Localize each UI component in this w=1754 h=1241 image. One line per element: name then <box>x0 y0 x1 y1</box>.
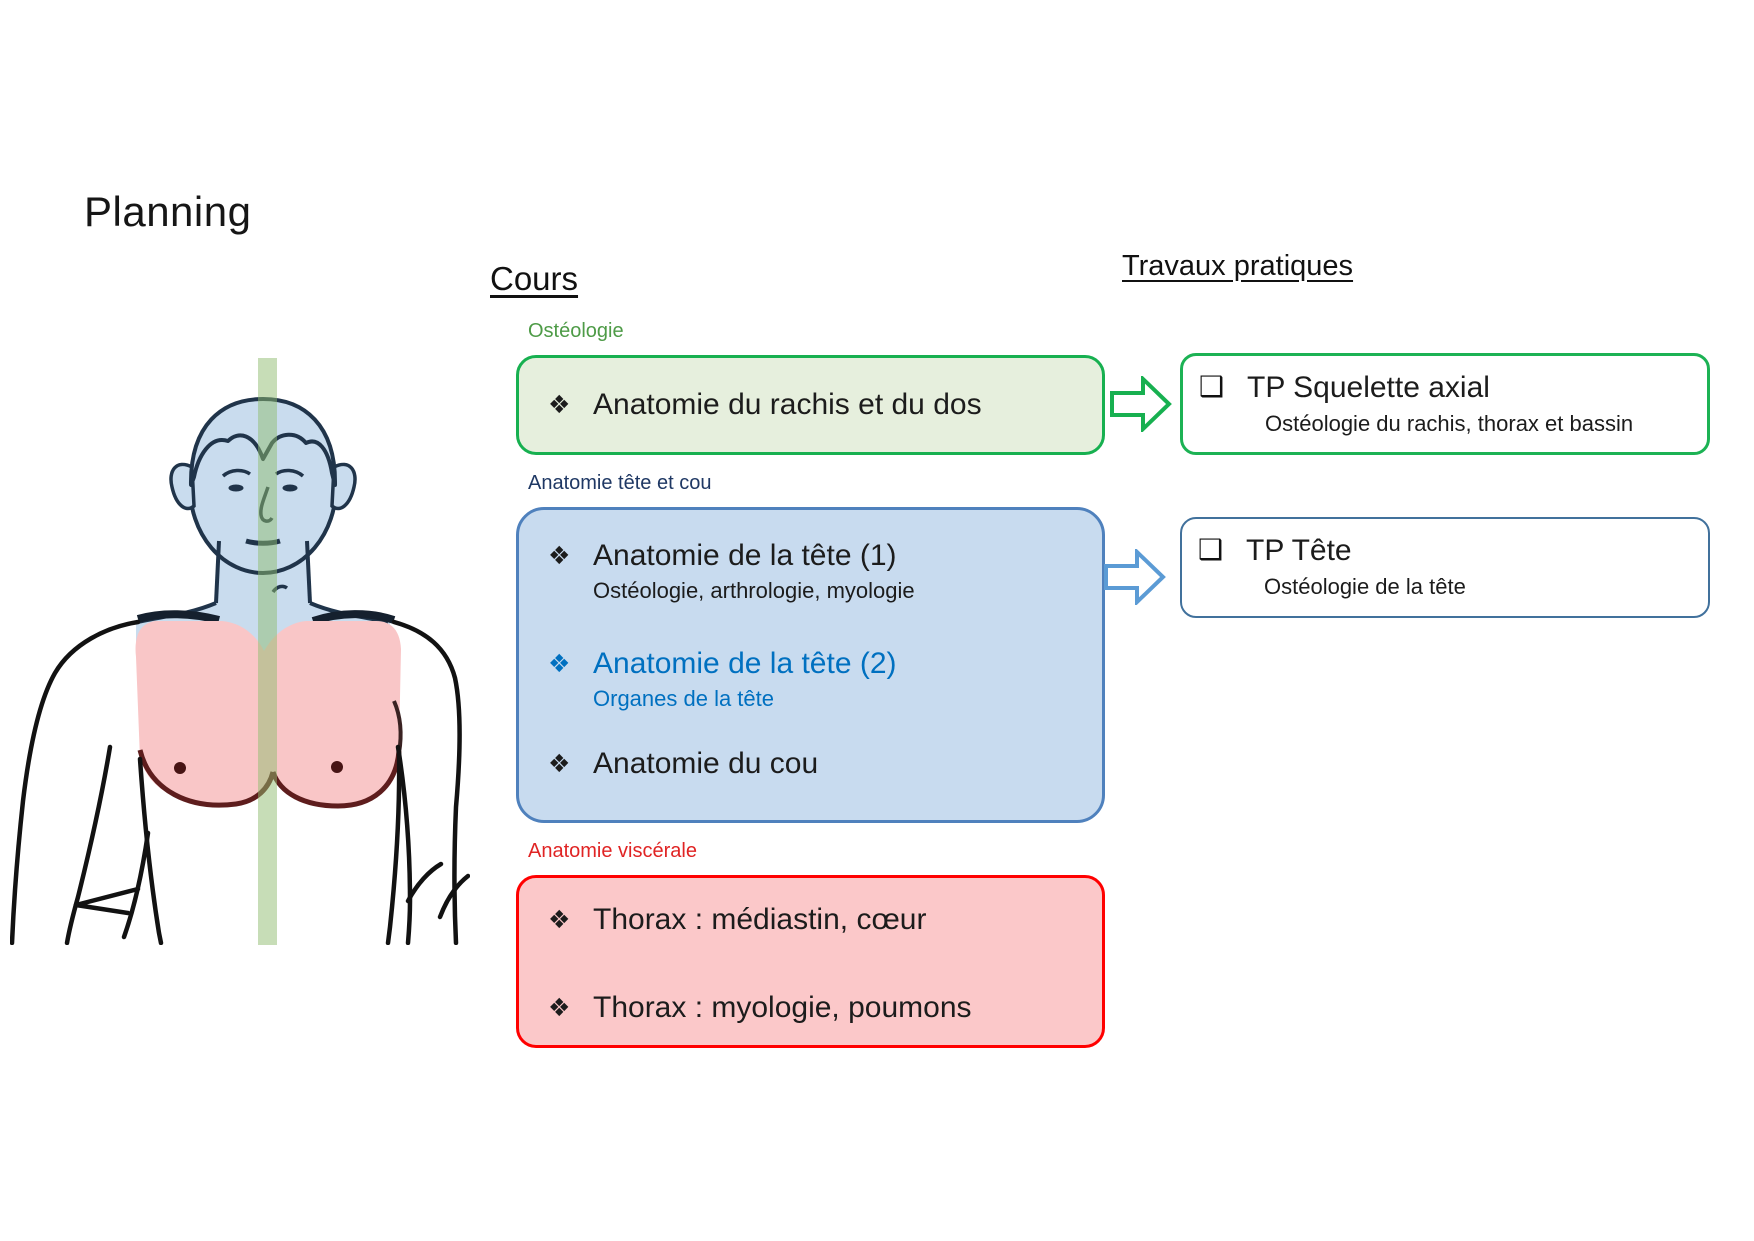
courses-heading: Cours <box>490 260 579 297</box>
item-text: Anatomie de la tête (1) <box>593 539 897 572</box>
checkbox-icon: ❑ <box>1198 533 1224 566</box>
diamond-bullet-icon: ❖ <box>548 390 571 419</box>
neck-right-line <box>305 540 312 604</box>
item-text: Anatomie du cou <box>593 747 819 780</box>
diamond-bullet-icon: ❖ <box>548 541 571 570</box>
item-text: Thorax : médiastin, cœur <box>593 903 927 936</box>
diamond-bullet-icon: ❖ <box>548 993 571 1022</box>
right-clavicle-bar <box>311 610 396 625</box>
neck-left-line <box>214 540 221 604</box>
group-label-osteologie: Ostéologie <box>528 320 624 342</box>
course-item: ❖ Anatomie de la tête (1) Ostéologie, ar… <box>548 536 1092 606</box>
course-item: ❖ Anatomie du cou <box>548 744 1092 784</box>
page-title: Planning <box>84 188 252 235</box>
course-box-viscerale: ❖ Thorax : médiastin, cœur ❖ Thorax : my… <box>516 875 1105 1048</box>
left-eyebrow <box>221 468 252 478</box>
tp-title: TP Squelette axial <box>1247 371 1490 404</box>
diamond-bullet-icon: ❖ <box>548 649 571 678</box>
right-eyebrow <box>274 468 305 478</box>
spacer <box>548 606 1092 644</box>
group-label-viscerale: Anatomie viscérale <box>528 840 697 862</box>
tp-title-row: ❑ TP Tête <box>1198 531 1698 571</box>
anatomy-figure-svg <box>9 358 471 946</box>
diamond-bullet-icon: ❖ <box>548 749 571 778</box>
left-nipple <box>174 762 186 774</box>
arrow-right-blue-icon <box>1104 549 1166 605</box>
course-box-osteologie: ❖ Anatomie du rachis et du dos <box>516 355 1105 455</box>
tp-box-tete: ❑ TP Tête Ostéologie de la tête <box>1180 517 1710 618</box>
right-nipple <box>331 761 343 773</box>
tp-title: TP Tête <box>1246 534 1352 567</box>
course-item: ❖ Thorax : médiastin, cœur <box>548 900 1092 940</box>
course-item-highlighted: ❖ Anatomie de la tête (2) Organes de la … <box>548 644 1092 714</box>
left-eye <box>228 484 244 492</box>
body-outline <box>9 619 471 946</box>
spacer <box>548 714 1092 744</box>
right-ear <box>330 462 357 511</box>
item-text: Anatomie de la tête (2) <box>593 647 897 680</box>
tp-subtitle: Ostéologie de la tête <box>1264 574 1466 599</box>
spacer <box>548 940 1092 988</box>
tp-box-squelette-axial: ❑ TP Squelette axial Ostéologie du rachi… <box>1180 353 1710 455</box>
left-ear <box>169 462 196 511</box>
item-text: Anatomie du rachis et du dos <box>593 388 982 421</box>
median-plane-stripe <box>258 358 277 945</box>
anatomy-figure <box>9 355 471 946</box>
course-box-tete-cou: ❖ Anatomie de la tête (1) Ostéologie, ar… <box>516 507 1105 823</box>
checkbox-icon: ❑ <box>1199 370 1225 403</box>
practicals-heading: Travaux pratiques <box>1122 250 1354 282</box>
right-pec-curve <box>270 750 402 809</box>
course-item: ❖ Anatomie du rachis et du dos <box>548 385 982 425</box>
course-item: ❖ Thorax : myologie, poumons <box>548 988 1092 1028</box>
item-subtext: Organes de la tête <box>593 686 775 711</box>
item-text-wrap: Anatomie de la tête (1) Ostéologie, arth… <box>593 536 915 606</box>
left-clavicle-bar <box>136 610 221 624</box>
tp-subtitle: Ostéologie du rachis, thorax et bassin <box>1265 411 1634 436</box>
item-text-wrap: Anatomie de la tête (2) Organes de la tê… <box>593 644 897 714</box>
tp-title-row: ❑ TP Squelette axial <box>1199 368 1697 408</box>
group-label-tete-cou: Anatomie tête et cou <box>528 472 712 494</box>
diamond-bullet-icon: ❖ <box>548 905 571 934</box>
item-subtext: Ostéologie, arthrologie, myologie <box>593 578 915 603</box>
arrow-right-green-icon <box>1110 376 1172 432</box>
item-text: Thorax : myologie, poumons <box>593 991 972 1024</box>
right-eye <box>282 484 298 492</box>
